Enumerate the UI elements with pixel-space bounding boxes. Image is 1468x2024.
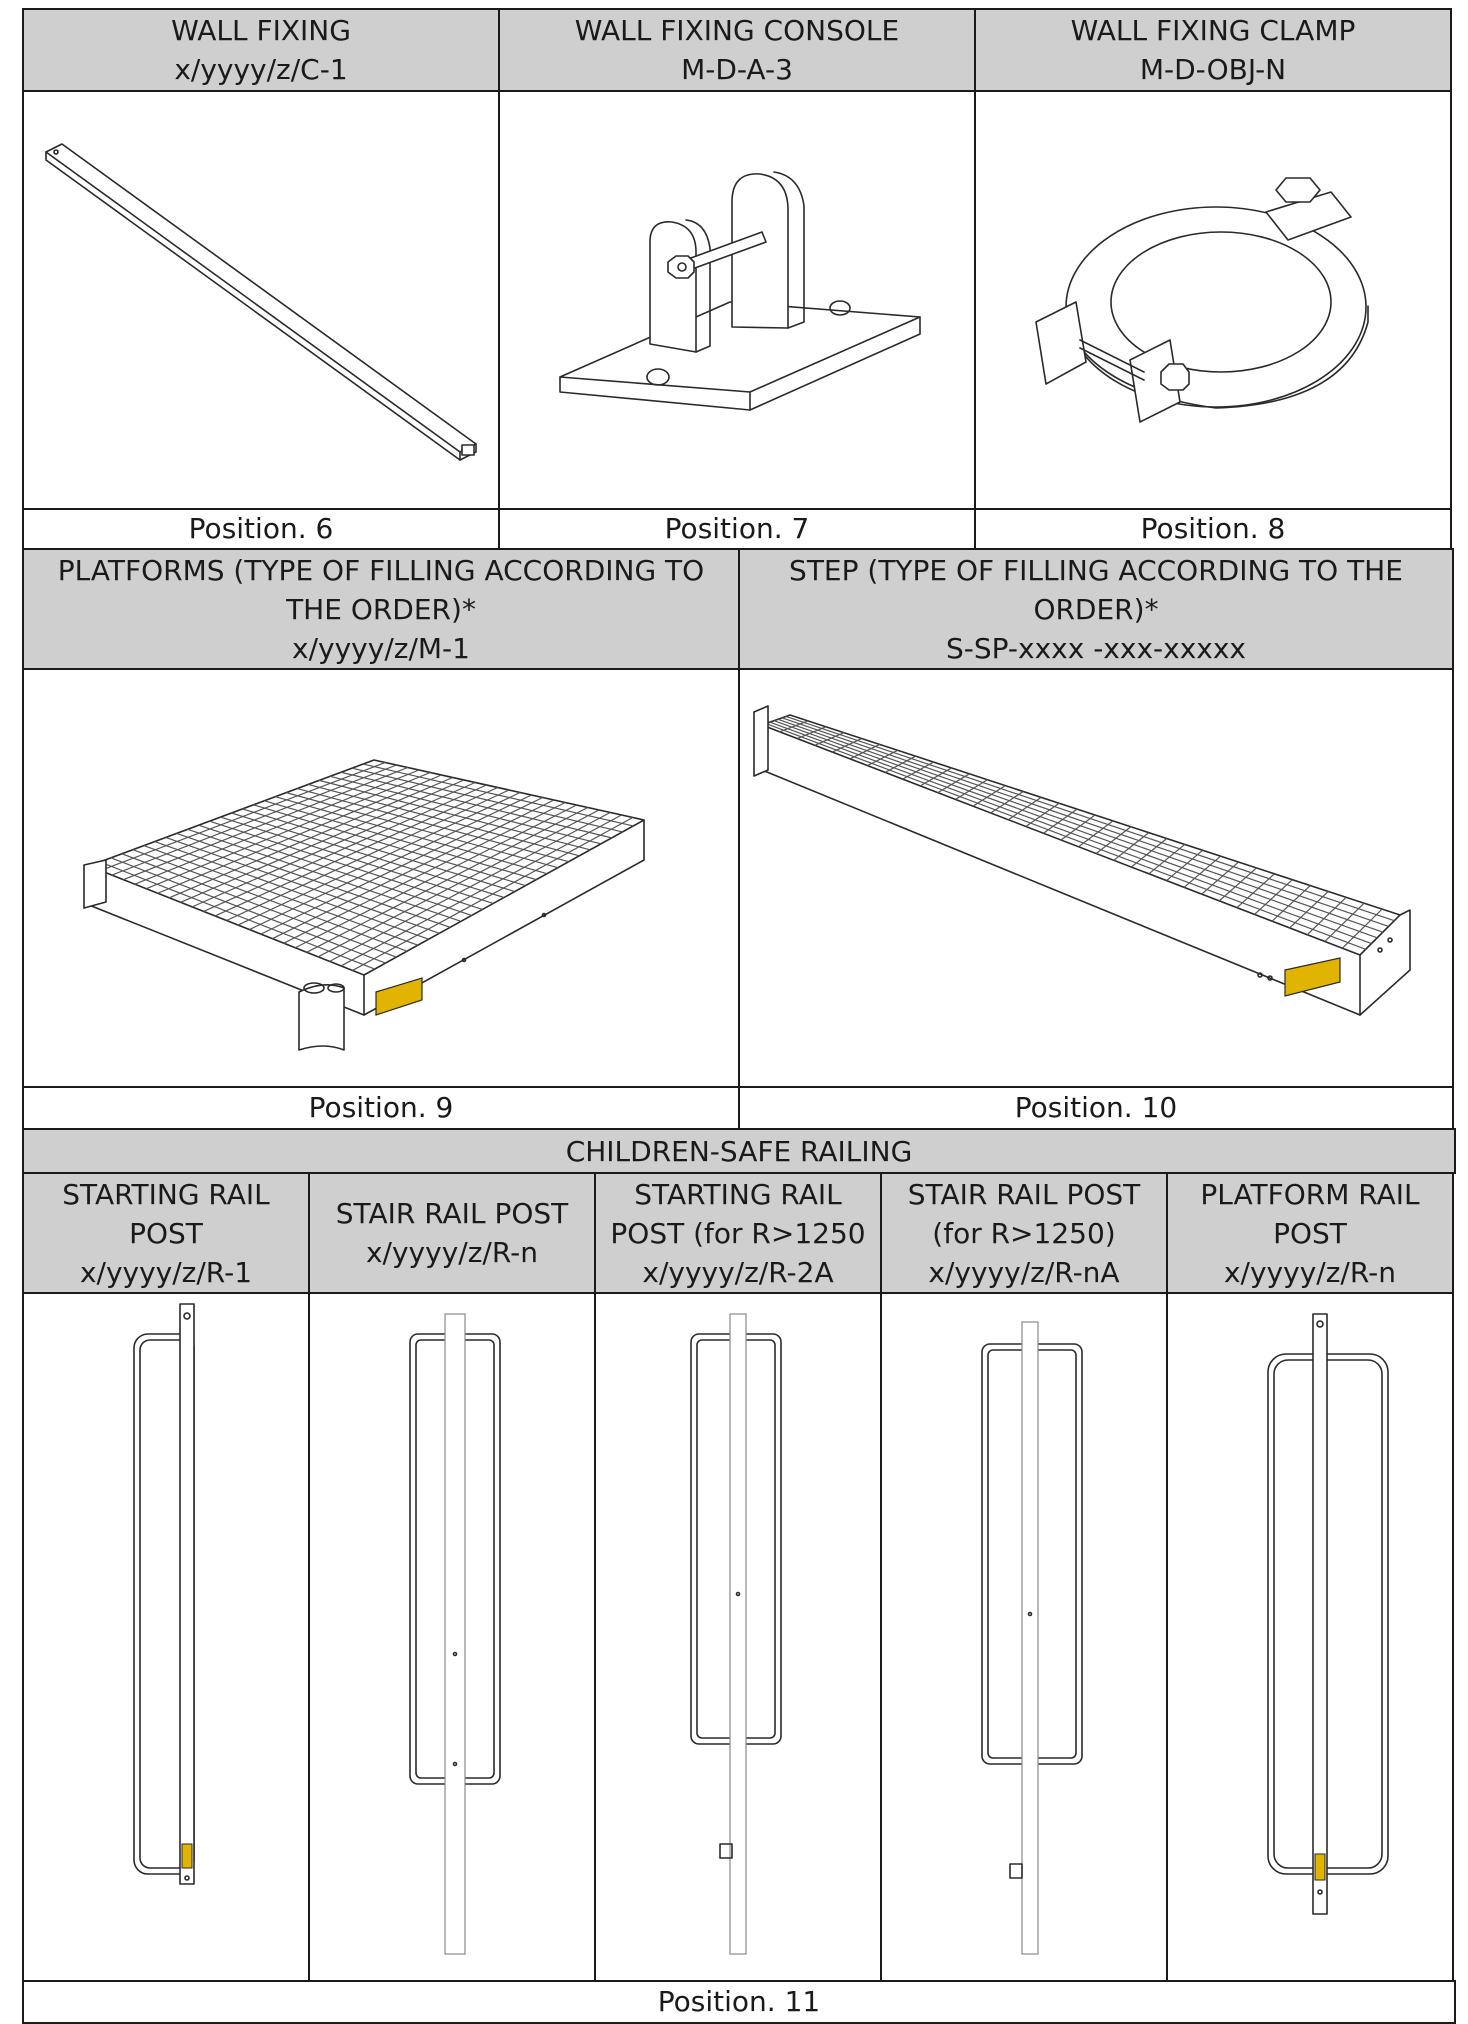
wall-fixing-clamp-code: M-D-OBJ-N xyxy=(1139,53,1287,86)
railing-position-row: Position. 11 xyxy=(22,1980,1456,2024)
grating-step-drawing xyxy=(753,705,1411,1016)
platform-rail-post-header: PLATFORM RAIL POST x/yyyy/z/R-n xyxy=(1166,1172,1454,1294)
row1-image-row xyxy=(22,90,1456,510)
row1-header-row: WALL FIXING x/yyyy/z/C-1 WALL FIXING CON… xyxy=(22,8,1456,92)
railing-title: CHILDREN-SAFE RAILING xyxy=(22,1128,1456,1174)
wall-fixing-console-title: WALL FIXING CONSOLE xyxy=(574,14,900,47)
rail-post-drawing xyxy=(981,1321,1083,1955)
position-8-label: Position. 8 xyxy=(974,508,1452,550)
step-title: STEP (TYPE OF FILLING ACCORDING TO THE O… xyxy=(789,553,1403,626)
starting-rail-post-code: x/yyyy/z/R-1 xyxy=(79,1255,253,1289)
grating-platform-drawing xyxy=(83,759,645,1051)
wall-fixing-console-image-cell xyxy=(498,90,976,510)
rail-post-drawing xyxy=(409,1313,501,1955)
step-header: STEP (TYPE OF FILLING ACCORDING TO THE O… xyxy=(738,548,1454,670)
rail-post-drawing xyxy=(133,1303,195,1885)
wall-fixing-code: x/yyyy/z/C-1 xyxy=(174,53,348,86)
wall-fixing-clamp-title: WALL FIXING CLAMP xyxy=(1070,14,1356,47)
wall-fixing-image-cell xyxy=(22,90,500,510)
components-table: WALL FIXING x/yyyy/z/C-1 WALL FIXING CON… xyxy=(22,8,1456,2024)
wall-fixing-header: WALL FIXING x/yyyy/z/C-1 xyxy=(22,8,500,92)
rail-post-drawing xyxy=(690,1313,782,1955)
wall-fixing-console-code: M-D-A-3 xyxy=(681,53,793,86)
stair-rail-post-image-cell xyxy=(308,1292,596,1982)
starting-rail-post-a-code: x/yyyy/z/R-2A xyxy=(642,1255,834,1289)
stair-rail-post-code: x/yyyy/z/R-n xyxy=(365,1236,539,1269)
position-6-label: Position. 6 xyxy=(22,508,500,550)
row2-position-row: Position. 9 Position. 10 xyxy=(22,1086,1456,1130)
railing-title-row: CHILDREN-SAFE RAILING xyxy=(22,1128,1456,1174)
row2-header-row: PLATFORMS (TYPE OF FILLING ACCORDING TO … xyxy=(22,548,1456,670)
stair-rail-post-a-header: STAIR RAIL POST (for R>1250) x/yyyy/z/R-… xyxy=(880,1172,1168,1294)
stair-rail-post-a-title: STAIR RAIL POST (for R>1250) xyxy=(907,1177,1141,1250)
platform-rail-post-image-cell xyxy=(1166,1292,1454,1982)
position-11-label: Position. 11 xyxy=(22,1980,1456,2024)
platforms-title: PLATFORMS (TYPE OF FILLING ACCORDING TO … xyxy=(57,553,705,626)
starting-rail-post-image-cell xyxy=(22,1292,310,1982)
position-10-label: Position. 10 xyxy=(738,1086,1454,1130)
starting-rail-post-a-header: STARTING RAIL POST (for R>1250 x/yyyy/z/… xyxy=(594,1172,882,1294)
starting-rail-post-a-title: STARTING RAIL POST (for R>1250 xyxy=(610,1177,866,1250)
platforms-code: x/yyyy/z/M-1 xyxy=(292,631,470,665)
stair-rail-post-a-image-cell xyxy=(880,1292,1168,1982)
pipe-clamp-drawing xyxy=(1035,177,1369,423)
stair-rail-post-title: STAIR RAIL POST xyxy=(335,1197,569,1230)
railing-header-row: STARTING RAIL POST x/yyyy/z/R-1 STAIR RA… xyxy=(22,1172,1456,1294)
starting-rail-post-title: STARTING RAIL POST xyxy=(62,1177,270,1250)
platform-rail-post-title: PLATFORM RAIL POST xyxy=(1200,1177,1420,1250)
step-code: S-SP-xxxx -xxx-xxxxx xyxy=(946,631,1246,665)
platform-rail-post-code: x/yyyy/z/R-n xyxy=(1223,1255,1397,1289)
position-7-label: Position. 7 xyxy=(498,508,976,550)
position-9-label: Position. 9 xyxy=(22,1086,740,1130)
wall-fixing-clamp-header: WALL FIXING CLAMP M-D-OBJ-N xyxy=(974,8,1452,92)
railing-image-row xyxy=(22,1292,1456,1982)
platforms-header: PLATFORMS (TYPE OF FILLING ACCORDING TO … xyxy=(22,548,740,670)
stair-rail-post-header: STAIR RAIL POST x/yyyy/z/R-n xyxy=(308,1172,596,1294)
platforms-image-cell xyxy=(22,668,740,1088)
square-tube-drawing xyxy=(45,143,477,461)
rail-post-drawing xyxy=(1267,1313,1389,1915)
starting-rail-post-a-image-cell xyxy=(594,1292,882,1982)
row1-position-row: Position. 6 Position. 7 Position. 8 xyxy=(22,508,1456,550)
console-bracket-drawing xyxy=(559,171,921,411)
starting-rail-post-header: STARTING RAIL POST x/yyyy/z/R-1 xyxy=(22,1172,310,1294)
wall-fixing-console-header: WALL FIXING CONSOLE M-D-A-3 xyxy=(498,8,976,92)
stair-rail-post-a-code: x/yyyy/z/R-nA xyxy=(928,1255,1120,1289)
row2-image-row xyxy=(22,668,1456,1088)
step-image-cell xyxy=(738,668,1454,1088)
wall-fixing-title: WALL FIXING xyxy=(171,14,351,47)
wall-fixing-clamp-image-cell xyxy=(974,90,1452,510)
